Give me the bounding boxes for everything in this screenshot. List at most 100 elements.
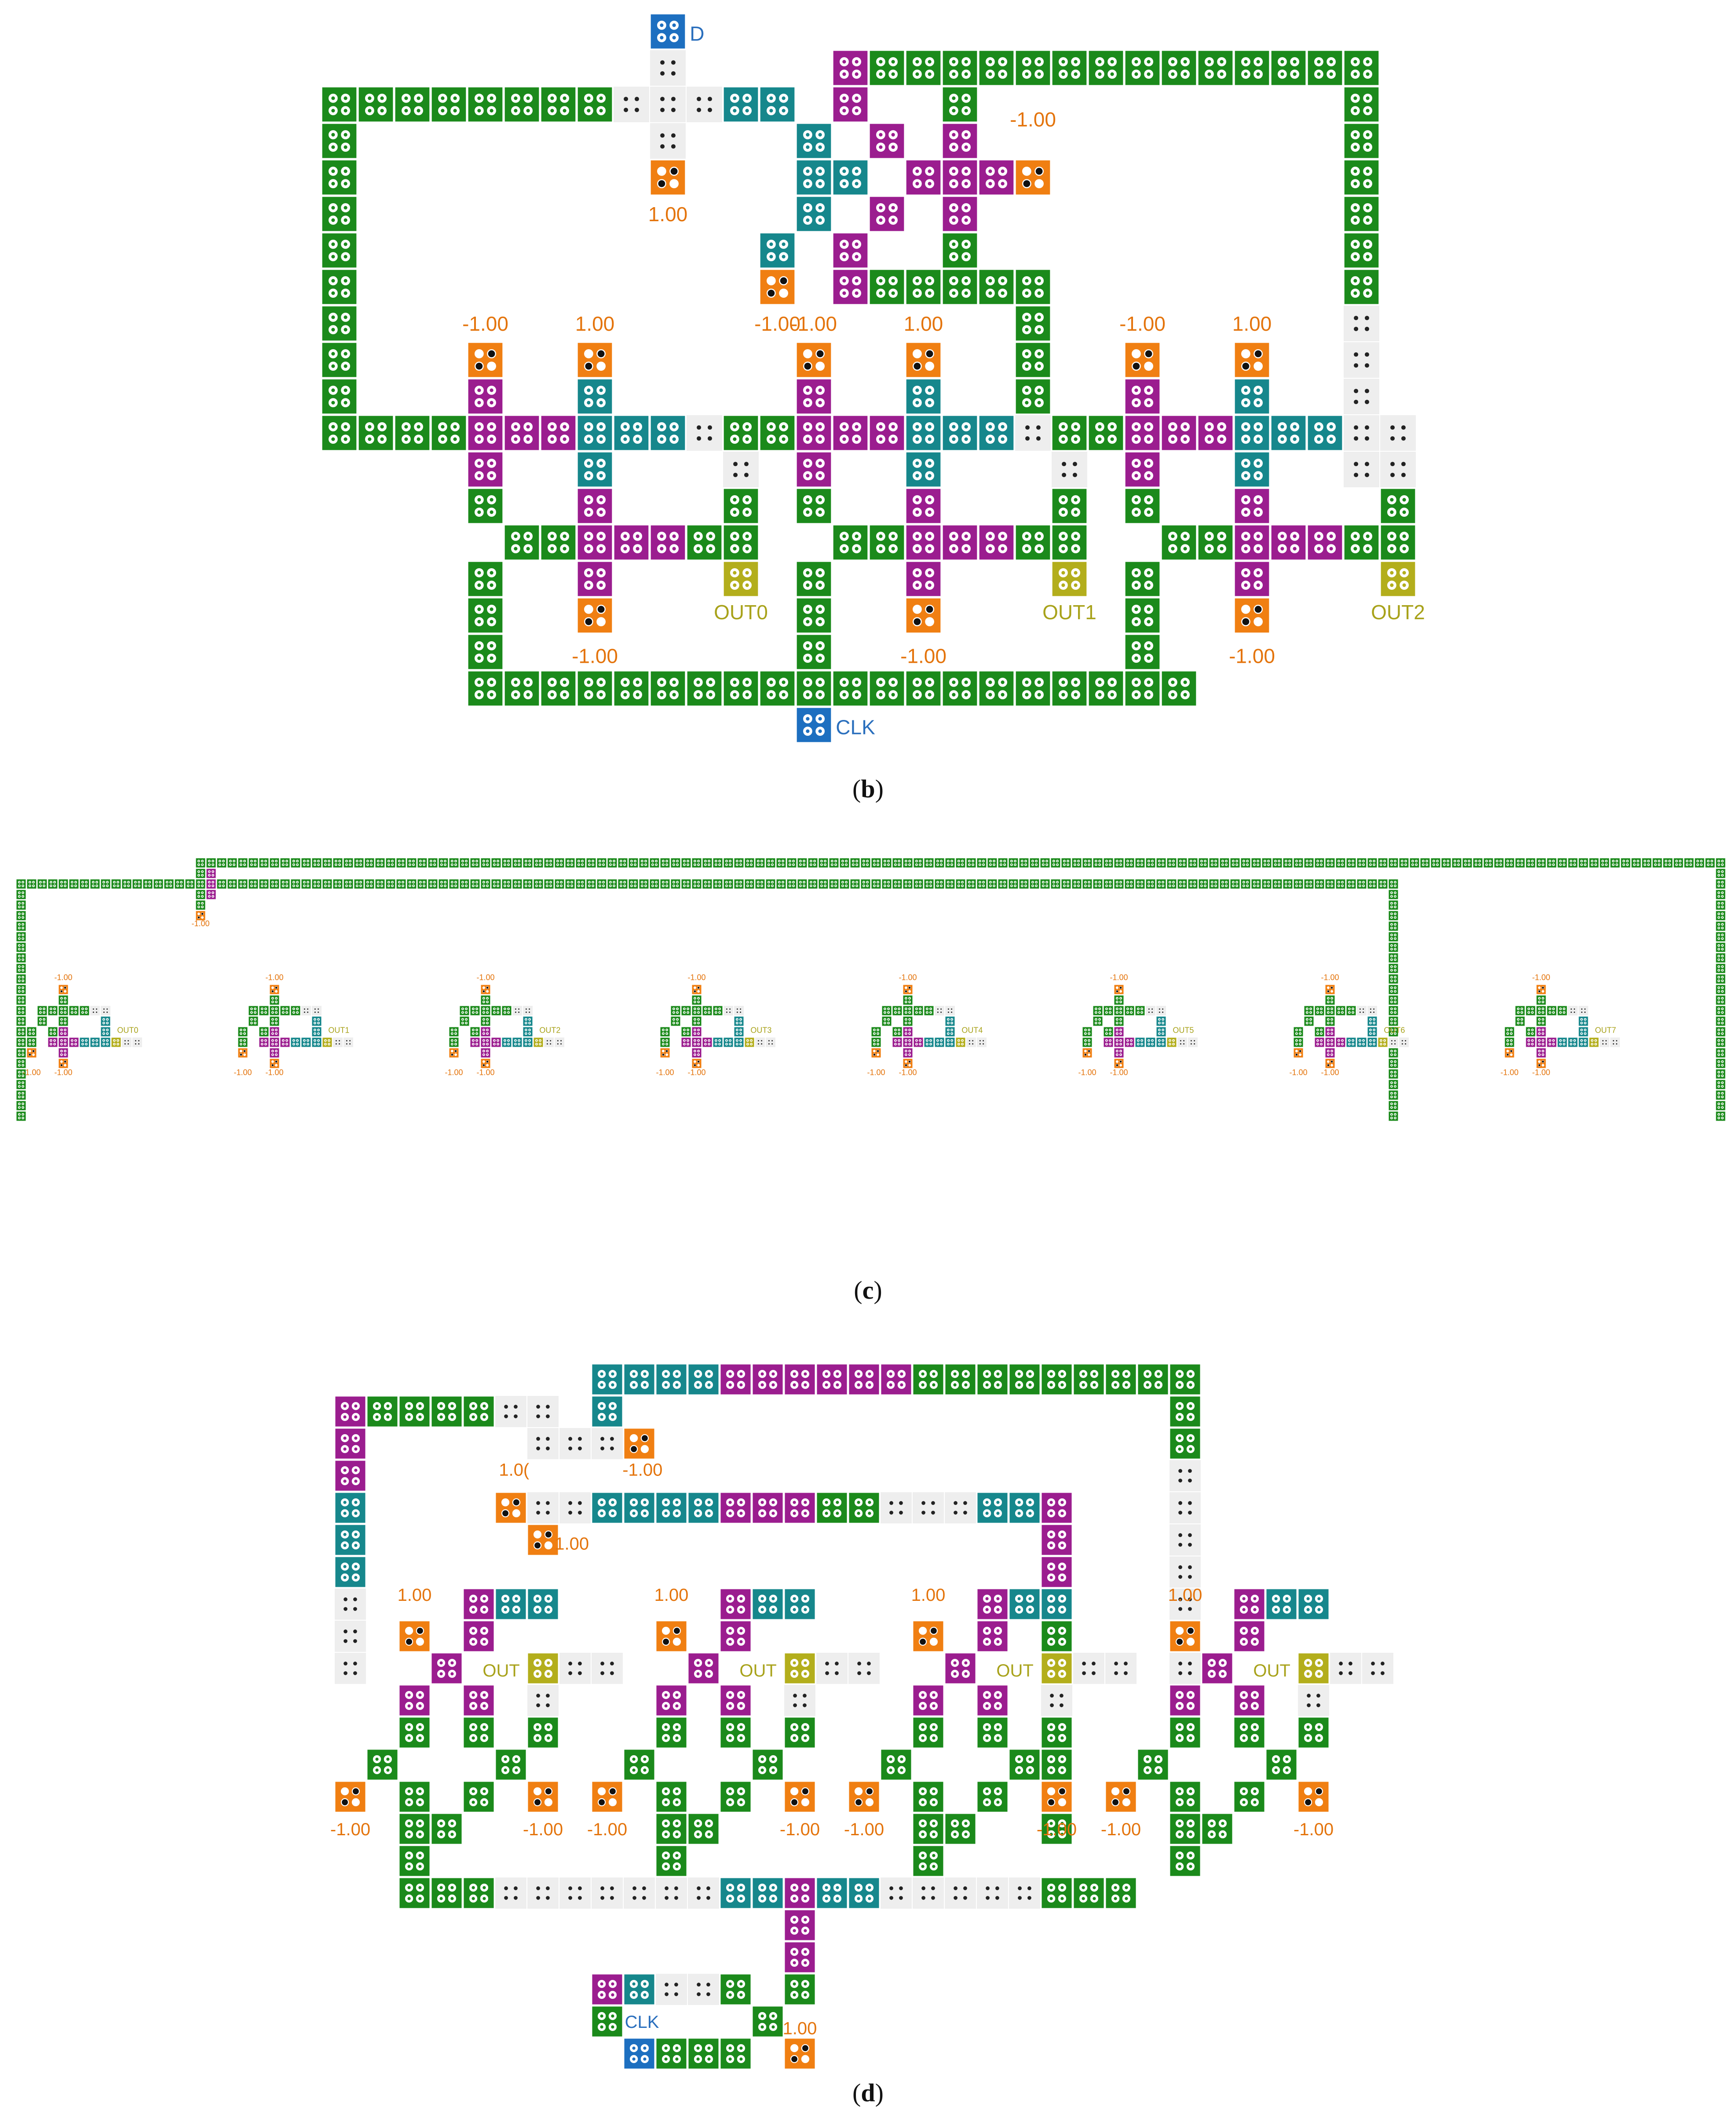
- green-cell: [343, 879, 354, 889]
- magenta-cell: [868, 195, 906, 233]
- teal-cell: [334, 1556, 367, 1589]
- green-cell: [1014, 268, 1052, 306]
- magenta-cell: [687, 1652, 720, 1685]
- magenta-cell: [905, 524, 942, 561]
- magenta-cell: [1233, 524, 1271, 561]
- empty-cell: [1579, 1006, 1588, 1015]
- magenta-cell: [48, 1037, 58, 1048]
- green-cell: [1641, 858, 1652, 868]
- green-cell: [660, 879, 670, 889]
- green-cell: [722, 414, 760, 452]
- green-cell: [976, 879, 987, 889]
- green-cell: [430, 1877, 463, 1910]
- green-cell: [892, 1005, 903, 1016]
- magenta-cell: [1270, 524, 1307, 561]
- green-cell: [491, 858, 501, 868]
- green-cell: [1314, 1026, 1325, 1037]
- green-cell: [1620, 858, 1631, 868]
- weight-label: 1.00: [783, 2019, 817, 2038]
- magenta-cell: [905, 159, 942, 196]
- green-cell: [1388, 889, 1399, 900]
- weight-cell: [58, 984, 69, 995]
- teal-cell: [687, 1491, 720, 1524]
- green-cell: [723, 858, 734, 868]
- empty-cell: [935, 1006, 944, 1015]
- empty-cell: [977, 1877, 1008, 1909]
- green-cell: [58, 1016, 69, 1026]
- green-cell: [1297, 1716, 1330, 1749]
- green-cell: [69, 1005, 79, 1016]
- green-cell: [16, 963, 26, 974]
- weight-cell: [783, 1780, 816, 1813]
- green-cell: [924, 1005, 934, 1016]
- green-cell: [1137, 1748, 1170, 1781]
- green-cell: [912, 1716, 945, 1749]
- green-cell: [467, 86, 504, 123]
- green-cell: [1008, 1748, 1041, 1781]
- empty-cell: [650, 123, 686, 159]
- green-cell: [1160, 670, 1198, 707]
- green-cell: [1715, 1048, 1726, 1058]
- green-cell: [976, 858, 987, 868]
- magenta-cell: [269, 1026, 280, 1037]
- teal-cell: [723, 1037, 734, 1048]
- magenta-cell: [649, 524, 687, 561]
- green-cell: [702, 1005, 713, 1016]
- green-cell: [649, 879, 660, 889]
- green-cell: [290, 1005, 301, 1016]
- empty-cell: [555, 1037, 564, 1047]
- green-cell: [1270, 49, 1307, 87]
- green-cell: [449, 858, 459, 868]
- magenta-cell: [334, 1395, 367, 1428]
- green-cell: [430, 414, 468, 452]
- empty-cell: [592, 1877, 623, 1909]
- green-cell: [1494, 858, 1504, 868]
- magenta-cell: [576, 487, 614, 525]
- green-cell: [1343, 195, 1380, 233]
- weight-label: -1.00: [234, 1068, 252, 1077]
- green-cell: [1051, 487, 1088, 525]
- green-cell: [755, 858, 765, 868]
- magenta-cell: [480, 1048, 491, 1058]
- green-cell: [544, 858, 554, 868]
- green-cell: [687, 1812, 720, 1845]
- green-cell: [470, 1026, 480, 1037]
- green-cell: [26, 1037, 37, 1048]
- green-cell: [1715, 858, 1726, 868]
- output-cell: [1051, 560, 1088, 598]
- magenta-cell: [1546, 1037, 1557, 1048]
- output-label: OUT2: [539, 1026, 560, 1034]
- green-cell: [48, 1005, 58, 1016]
- green-cell: [321, 195, 358, 233]
- teal-cell: [1297, 1588, 1330, 1621]
- green-cell: [868, 524, 906, 561]
- green-cell: [871, 1026, 881, 1037]
- green-cell: [903, 879, 913, 889]
- magenta-cell: [1124, 414, 1161, 452]
- magenta-cell: [613, 524, 650, 561]
- empty-cell: [784, 1685, 815, 1716]
- empty-cell: [913, 1492, 944, 1523]
- magenta-cell: [702, 1037, 713, 1048]
- magenta-cell: [467, 414, 504, 452]
- green-cell: [417, 858, 428, 868]
- green-cell: [354, 879, 364, 889]
- magenta-cell: [976, 1588, 1009, 1621]
- magenta-cell: [462, 1684, 495, 1717]
- green-cell: [1715, 984, 1726, 995]
- empty-cell: [592, 1428, 623, 1459]
- green-cell: [670, 1016, 681, 1026]
- green-cell: [1283, 858, 1293, 868]
- green-cell: [480, 879, 491, 889]
- green-cell: [459, 858, 470, 868]
- weight-cell: [26, 1048, 37, 1058]
- green-cell: [860, 879, 871, 889]
- magenta-cell: [912, 1684, 945, 1717]
- green-cell: [660, 858, 670, 868]
- weight-label: -1.00: [1119, 312, 1166, 335]
- weight-cell: [195, 910, 206, 921]
- magenta-cell: [832, 49, 869, 87]
- empty-cell: [1344, 306, 1379, 341]
- green-cell: [462, 1780, 495, 1813]
- green-cell: [364, 879, 375, 889]
